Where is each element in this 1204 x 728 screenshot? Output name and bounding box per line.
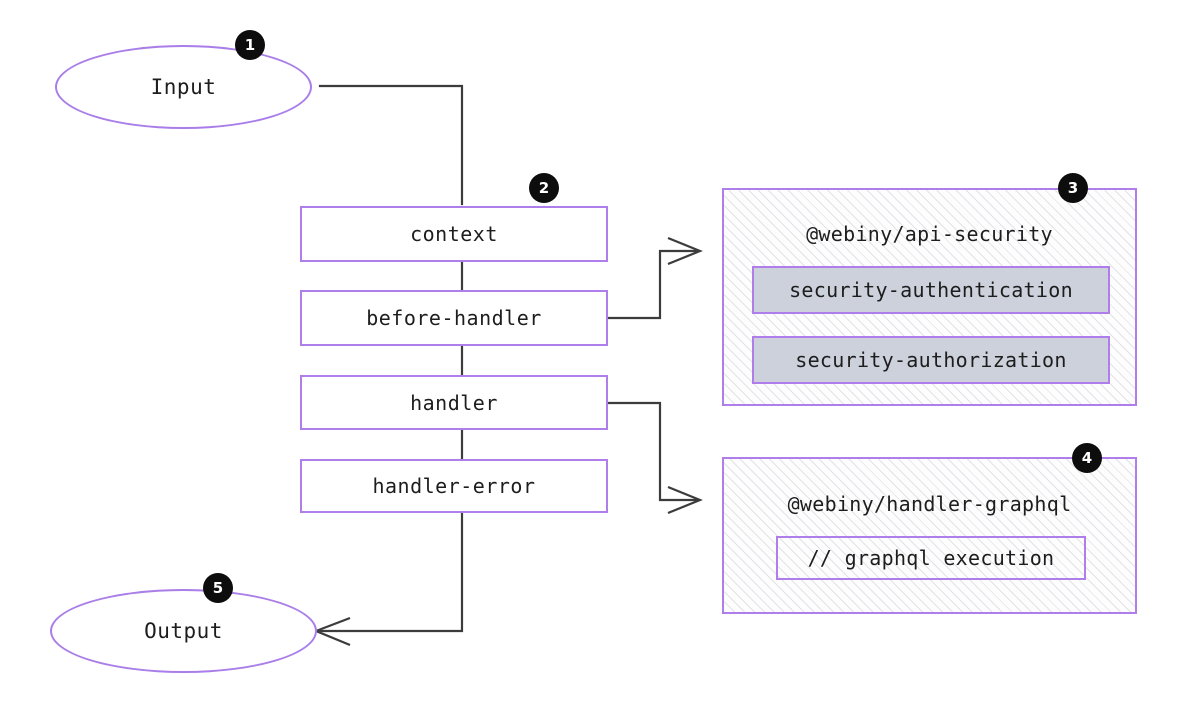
package-item-graphql-execution-label: // graphql execution	[807, 546, 1055, 570]
package-item-security-authorization-label: security-authorization	[795, 348, 1067, 372]
badge-4: 4	[1072, 443, 1102, 473]
connector-input-to-context	[318, 84, 464, 206]
lifecycle-step-handler-error-label: handler-error	[372, 474, 536, 498]
output-node-label: Output	[144, 619, 223, 643]
package-panel-handler-graphql[interactable]: @webiny/handler-graphql // graphql execu…	[722, 457, 1137, 614]
badge-1-number: 1	[244, 35, 256, 54]
connector-before-handler-to-api-security	[606, 249, 700, 320]
lifecycle-step-before-handler-label: before-handler	[366, 306, 542, 330]
package-panel-handler-graphql-title: @webiny/handler-graphql	[787, 492, 1072, 516]
badge-3: 3	[1058, 173, 1088, 203]
package-item-security-authorization[interactable]: security-authorization	[752, 336, 1110, 384]
badge-4-number: 4	[1081, 448, 1093, 467]
badge-5: 5	[203, 573, 233, 603]
badge-2: 2	[529, 173, 559, 203]
arrowhead-output	[313, 616, 351, 647]
lifecycle-step-handler-error[interactable]: handler-error	[300, 459, 608, 513]
input-node[interactable]: Input	[55, 45, 312, 129]
package-item-graphql-execution[interactable]: // graphql execution	[776, 536, 1086, 580]
badge-2-number: 2	[538, 178, 550, 197]
connector-handler-error-to-output	[316, 510, 464, 633]
badge-5-number: 5	[212, 578, 224, 597]
package-panel-api-security-title: @webiny/api-security	[806, 222, 1053, 246]
arrowhead-api-security	[667, 236, 703, 266]
lifecycle-step-handler[interactable]: handler	[300, 375, 608, 430]
package-panel-api-security[interactable]: @webiny/api-security security-authentica…	[722, 188, 1137, 406]
badge-3-number: 3	[1067, 178, 1079, 197]
arrowhead-handler-graphql	[667, 485, 703, 515]
package-item-security-authentication[interactable]: security-authentication	[752, 266, 1110, 314]
connector-handler-to-handler-graphql	[606, 401, 700, 502]
lifecycle-step-context[interactable]: context	[300, 206, 608, 262]
output-node[interactable]: Output	[50, 589, 317, 673]
lifecycle-step-context-label: context	[410, 222, 498, 246]
lifecycle-step-before-handler[interactable]: before-handler	[300, 290, 608, 346]
lifecycle-step-handler-label: handler	[410, 390, 498, 415]
package-item-security-authentication-label: security-authentication	[789, 278, 1073, 302]
input-node-label: Input	[150, 75, 217, 99]
badge-1: 1	[235, 30, 265, 60]
